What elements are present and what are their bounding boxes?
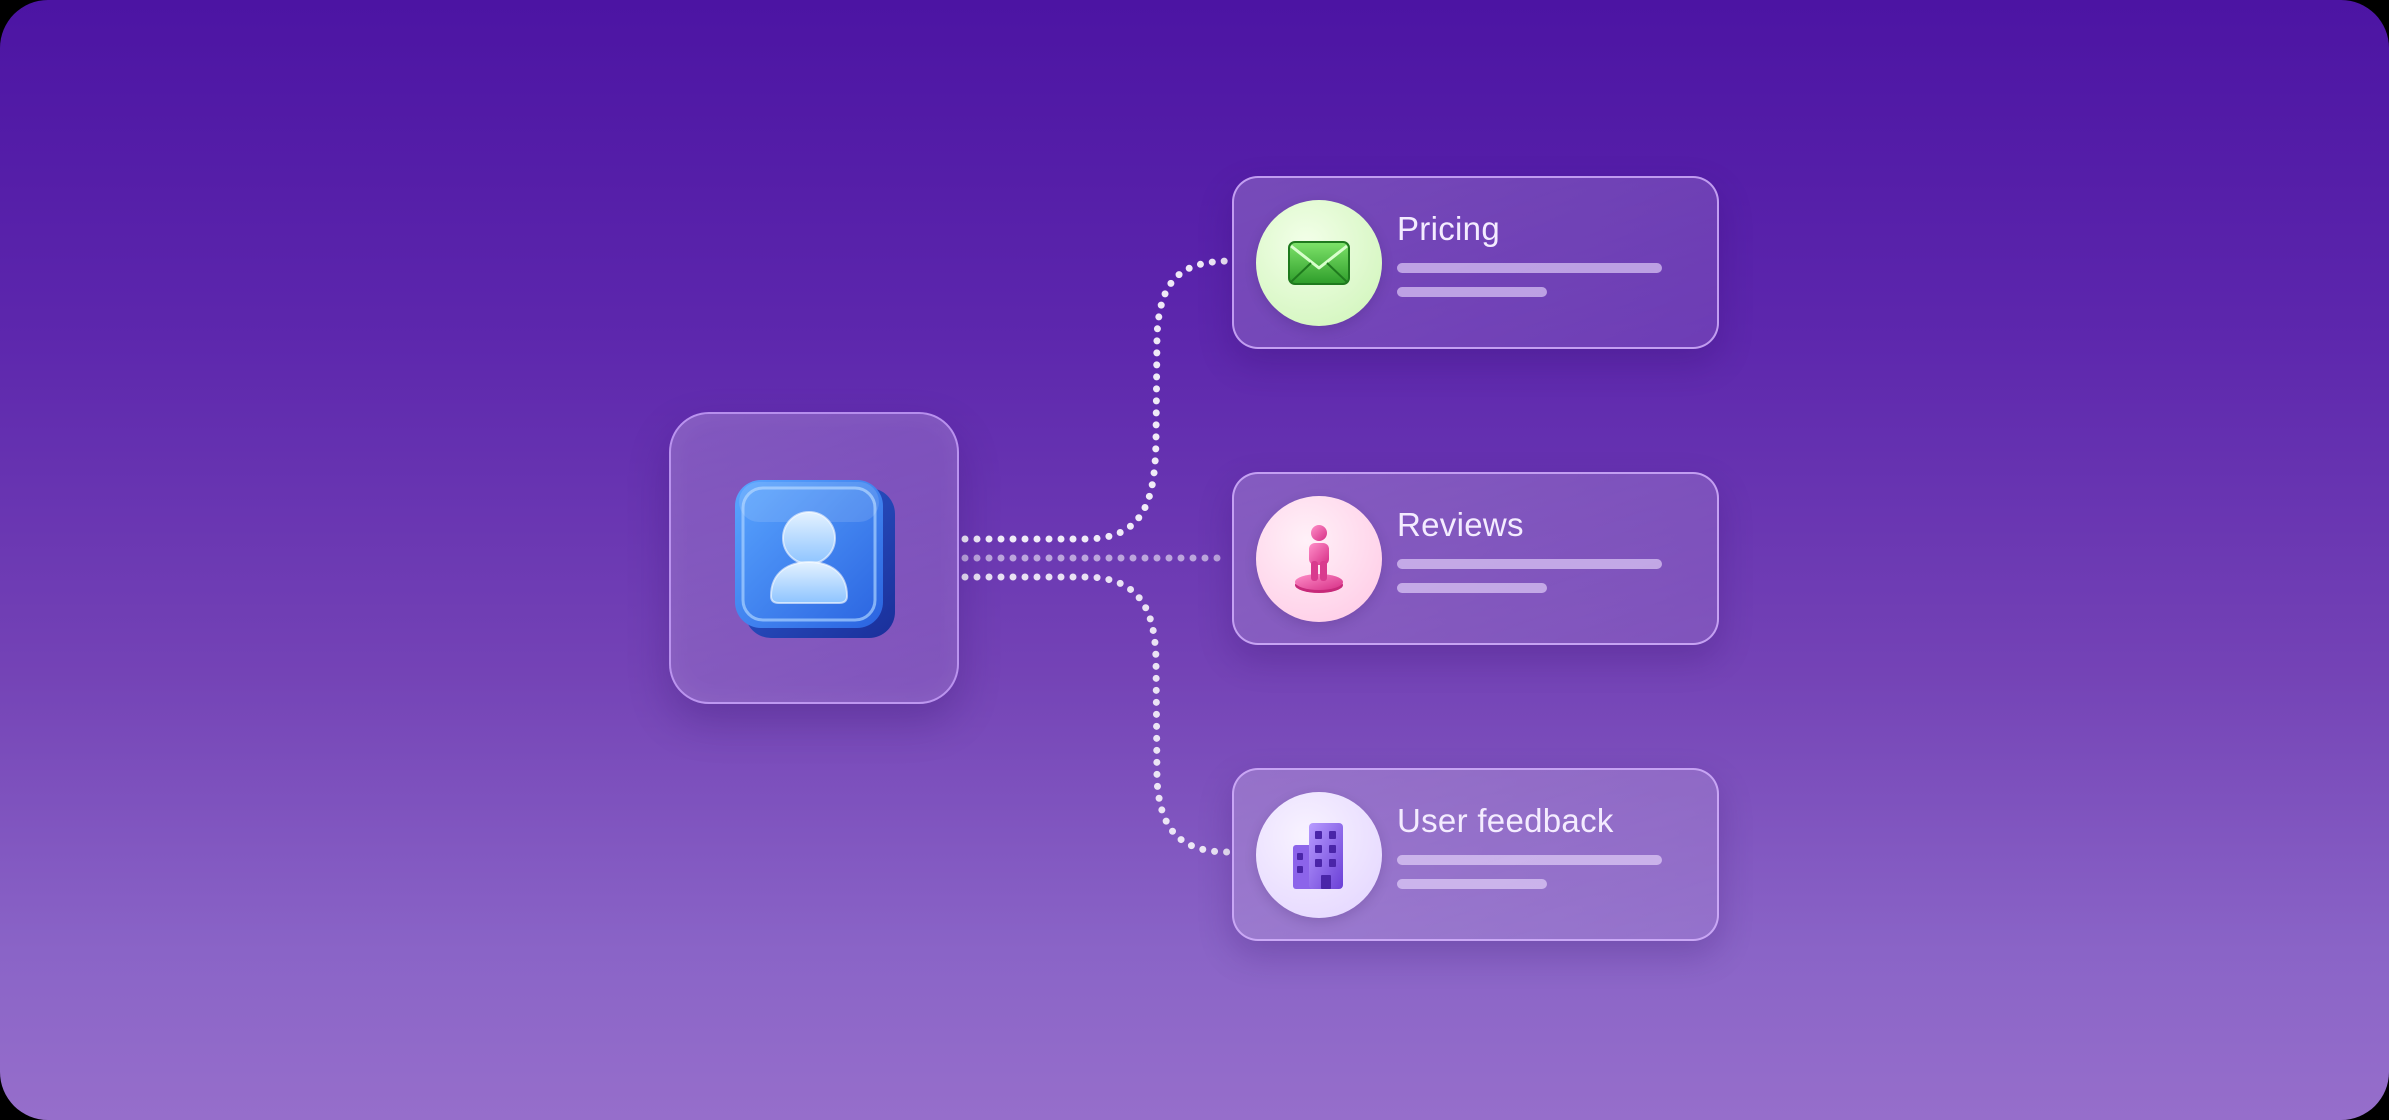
user-profile-icon xyxy=(735,480,895,638)
person-on-pedestal-icon xyxy=(1295,525,1343,593)
text-placeholder-line xyxy=(1397,559,1662,569)
card-pricing[interactable]: Pricing xyxy=(1232,176,1719,349)
card-icon-circle xyxy=(1256,792,1382,918)
connector-user-feedback xyxy=(961,573,1232,856)
card-user-feedback[interactable]: User feedback xyxy=(1232,768,1719,941)
card-title: Pricing xyxy=(1397,210,1500,247)
card-reviews[interactable]: Reviews xyxy=(1232,472,1719,645)
central-node[interactable] xyxy=(669,412,959,704)
card-icon-circle xyxy=(1256,496,1382,622)
text-placeholder-line xyxy=(1397,263,1662,273)
text-placeholder-line xyxy=(1397,287,1547,297)
envelope-icon xyxy=(1288,241,1350,285)
text-placeholder-line xyxy=(1397,583,1547,593)
card-icon-circle xyxy=(1256,200,1382,326)
text-placeholder-line xyxy=(1397,855,1662,865)
connector-pricing xyxy=(961,257,1232,543)
card-title: Reviews xyxy=(1397,506,1524,543)
text-placeholder-line xyxy=(1397,879,1547,889)
card-title: User feedback xyxy=(1397,802,1614,839)
office-building-icon xyxy=(1293,823,1343,889)
